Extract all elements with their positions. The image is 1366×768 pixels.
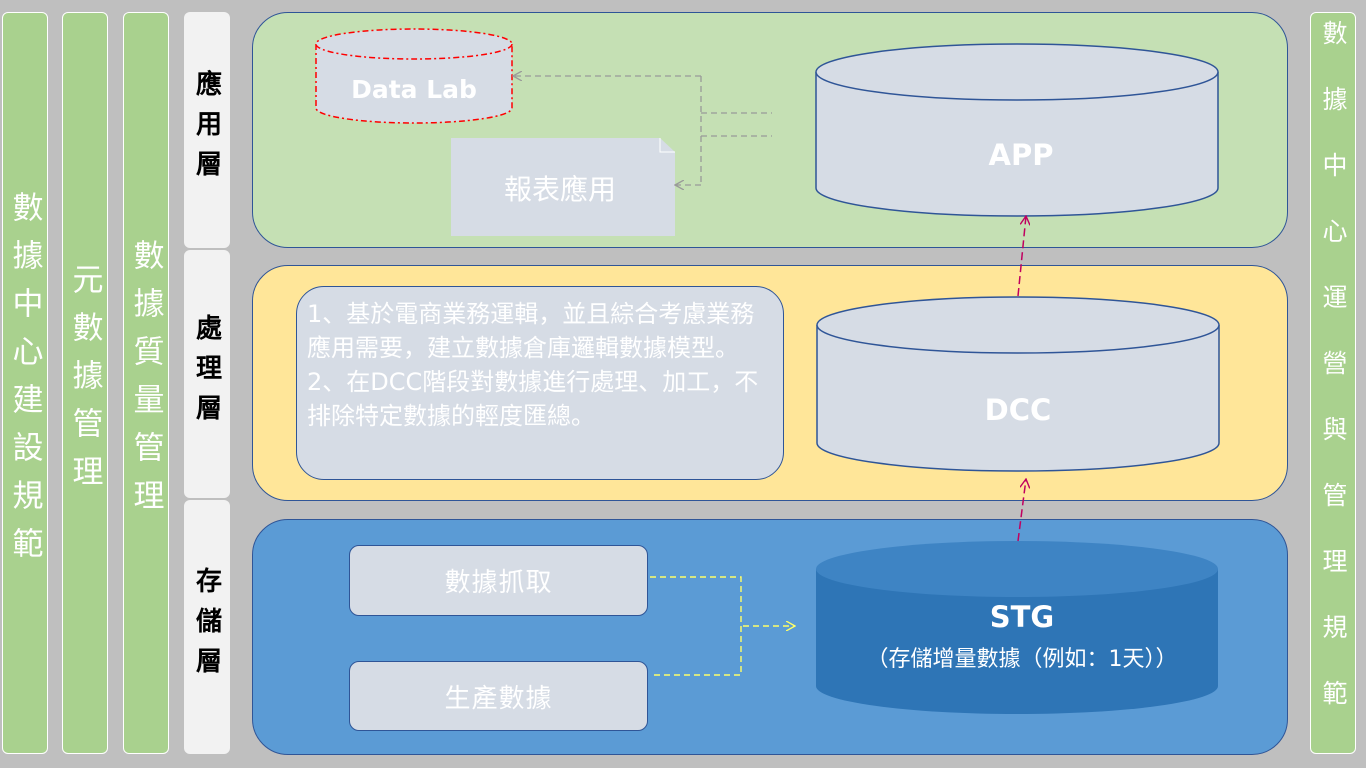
layer-label-application-text: 應用層 <box>191 70 222 190</box>
report-label: 報表應用 <box>504 173 616 206</box>
sources-to-stg-connector <box>650 576 795 676</box>
layer-label-storage: 存儲層 <box>184 500 230 754</box>
data-lab-label: Data Lab <box>351 75 477 104</box>
app-cylinder: APP <box>815 43 1219 217</box>
app-fanout-connector <box>513 76 772 185</box>
stg-cylinder: STG （存儲增量數據（例如：1天）） <box>816 541 1218 714</box>
stg-to-dcc-arrow <box>1017 479 1026 542</box>
side-bar-dc-construction-label: 數據中心建設規範 <box>6 191 43 575</box>
side-bar-quality-label: 數據質量管理 <box>127 239 164 527</box>
report-document: 報表應用 <box>451 138 675 236</box>
side-bar-quality: 數據質量管理 <box>123 12 169 754</box>
data-lab-cylinder: Data Lab <box>315 28 513 124</box>
production-data-box: 生產數據 <box>349 661 648 731</box>
app-label: APP <box>989 138 1054 172</box>
layer-label-storage-text: 存儲層 <box>191 567 222 687</box>
dcc-cylinder: DCC <box>816 296 1220 472</box>
dcc-label: DCC <box>985 393 1052 427</box>
crawl-data-label: 數據抓取 <box>444 568 553 598</box>
stg-sublabel: （存儲增量數據（例如：1天）） <box>867 647 1178 672</box>
side-bar-metadata: 元數據管理 <box>62 12 108 754</box>
side-bar-operation: 數據中心運營與管理規範 <box>1310 12 1356 754</box>
side-bar-operation-label: 數據中心運營與管理規範 <box>1319 20 1348 746</box>
side-bar-dc-construction: 數據中心建設規範 <box>2 12 48 754</box>
processing-description-line-1: 1、基於電商業務運輯，並且綜合考慮業務應用需要，建立數據倉庫邏輯數據模型。 <box>307 300 755 362</box>
processing-description: 1、基於電商業務運輯，並且綜合考慮業務應用需要，建立數據倉庫邏輯數據模型。 2、… <box>296 286 784 480</box>
layer-label-application: 應用層 <box>184 12 230 248</box>
layer-label-processing-text: 處理層 <box>191 314 222 434</box>
crawl-data-box: 數據抓取 <box>349 545 648 616</box>
layer-label-processing: 處理層 <box>184 250 230 498</box>
stg-label: STG <box>990 600 1054 634</box>
side-bar-metadata-label: 元數據管理 <box>66 263 103 503</box>
production-data-label: 生產數據 <box>444 683 553 714</box>
processing-description-line-2: 2、在DCC階段對數據進行處理、加工，不排除特定數據的輕度匯總。 <box>307 368 759 430</box>
dcc-to-app-arrow <box>1017 216 1026 297</box>
